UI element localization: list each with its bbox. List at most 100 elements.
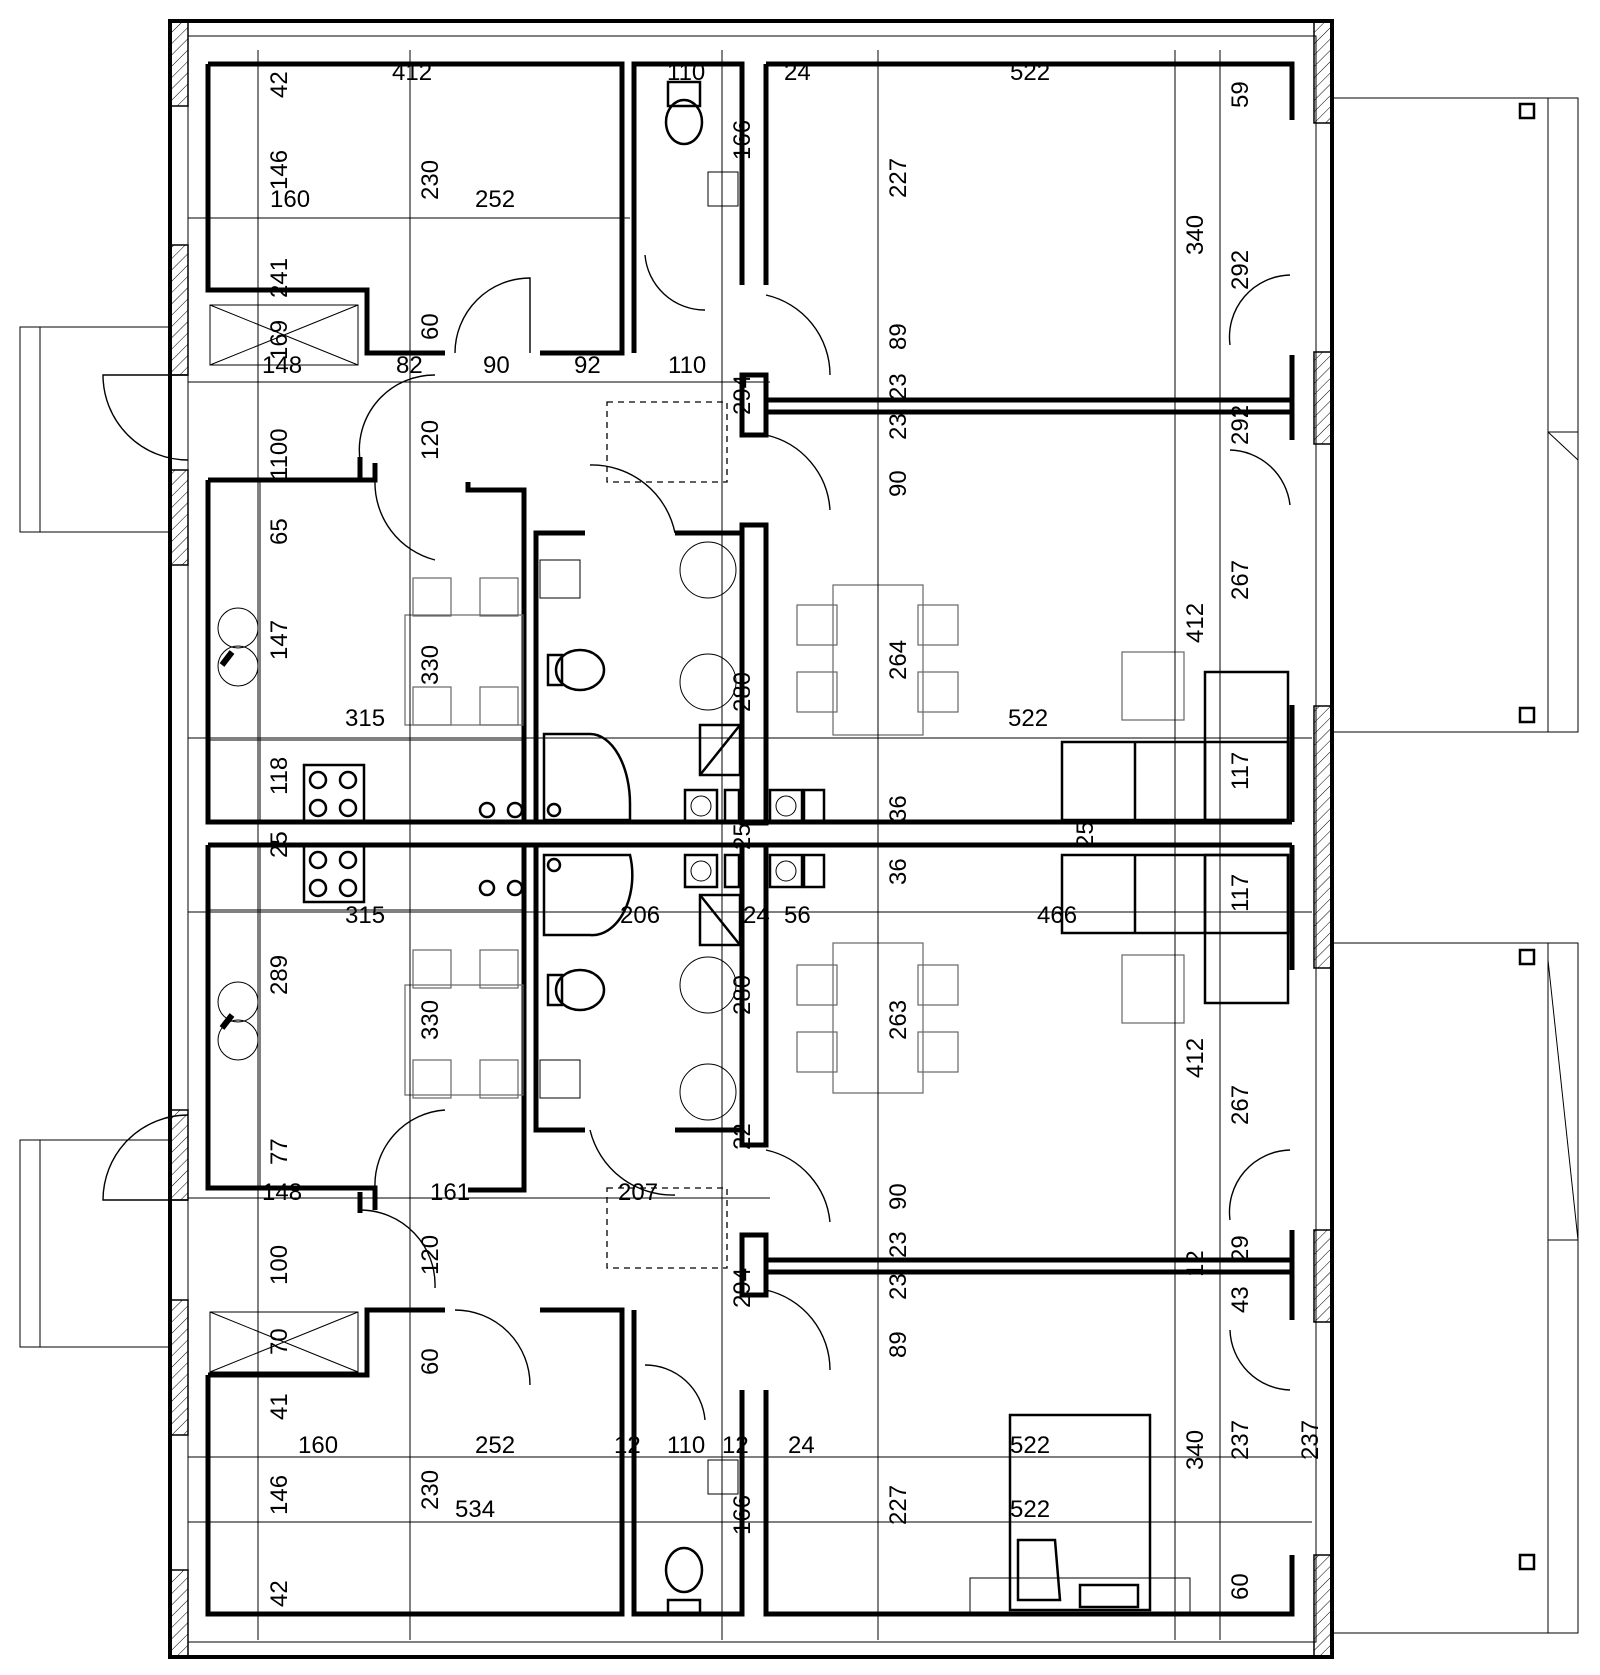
dim-label: 120 bbox=[417, 420, 444, 460]
dim-label: 12 bbox=[614, 1432, 641, 1459]
dim-label: 207 bbox=[618, 1179, 658, 1206]
dim-label: 522 bbox=[1010, 1432, 1050, 1459]
dim-label: 82 bbox=[396, 352, 423, 379]
dim-label: 117 bbox=[1227, 874, 1254, 912]
dim-label: 289 bbox=[266, 955, 293, 995]
dim-label: 23 bbox=[885, 1273, 912, 1300]
dim-label: 36 bbox=[885, 795, 912, 822]
dim-label: 230 bbox=[417, 160, 444, 200]
dim-label: 59 bbox=[1227, 81, 1254, 108]
dim-label: 534 bbox=[455, 1496, 495, 1523]
dim-label: 25 bbox=[729, 823, 756, 850]
v-dim-col-258: 42 146 241 169 1100 65 147 118 25 289 77… bbox=[266, 71, 293, 1607]
dim-label: 161 bbox=[430, 1179, 470, 1206]
terraces bbox=[1331, 97, 1579, 1634]
dim-label: 340 bbox=[1182, 1430, 1209, 1470]
dim-label: 522 bbox=[1010, 1496, 1050, 1523]
dim-label: 147 bbox=[266, 620, 293, 660]
dim-label: 42 bbox=[266, 1580, 293, 1607]
dim-label: 23 bbox=[885, 373, 912, 400]
dim-label: 36 bbox=[885, 858, 912, 885]
dim-label: 41 bbox=[266, 1393, 293, 1420]
dim-label: 60 bbox=[417, 313, 444, 340]
dim-label: 42 bbox=[266, 71, 293, 98]
dim-label: 120 bbox=[417, 1235, 444, 1275]
dim-label: 70 bbox=[266, 1328, 293, 1355]
dim-label: 227 bbox=[885, 1485, 912, 1525]
dim-label: 237 bbox=[1297, 1420, 1324, 1460]
dim-label: 241 bbox=[266, 258, 293, 298]
dim-label: 24 bbox=[784, 59, 811, 86]
dim-label: 25 bbox=[266, 831, 293, 858]
dim-label: 92 bbox=[574, 352, 601, 379]
v-dim-col-878: 227 89 23 23 90 264 36 36 263 90 23 23 8… bbox=[885, 158, 912, 1525]
entrance-steps bbox=[19, 326, 171, 1348]
dim-label: 412 bbox=[1182, 603, 1209, 643]
dim-label: 280 bbox=[729, 672, 756, 712]
dim-label: 237 bbox=[1227, 1420, 1254, 1460]
dim-label: 56 bbox=[784, 902, 811, 929]
dim-label: 160 bbox=[270, 186, 310, 213]
dim-label: 1100 bbox=[266, 428, 293, 480]
dim-label: 90 bbox=[885, 1183, 912, 1210]
dim-label: 160 bbox=[298, 1432, 338, 1459]
dim-label: 110 bbox=[668, 352, 706, 379]
dim-label: 292 bbox=[1227, 250, 1254, 290]
dimension-lines bbox=[188, 50, 1312, 1640]
dim-label: 522 bbox=[1008, 705, 1048, 732]
dim-label: 294 bbox=[729, 375, 756, 415]
dim-label: 43 bbox=[1227, 1286, 1254, 1313]
dim-label: 90 bbox=[483, 352, 510, 379]
dim-label: 252 bbox=[475, 186, 515, 213]
interior-walls bbox=[205, 61, 1295, 1617]
dim-label: 292 bbox=[1227, 405, 1254, 445]
fixtures bbox=[187, 80, 826, 1616]
dashed-openings bbox=[606, 401, 728, 1269]
dim-label: 148 bbox=[262, 352, 302, 379]
dim-label: 227 bbox=[885, 158, 912, 198]
dim-label: 315 bbox=[345, 705, 385, 732]
dimension-texts: 412 110 24 522 160 252 148 82 90 92 110 … bbox=[262, 59, 1324, 1607]
dim-label: 12 bbox=[1182, 1250, 1209, 1277]
dim-label: 117 bbox=[1227, 752, 1254, 790]
dim-label: 22 bbox=[729, 1123, 756, 1150]
dim-label: 118 bbox=[266, 757, 293, 795]
dim-label: 23 bbox=[885, 413, 912, 440]
v-dim-col-410: 230 60 120 330 330 120 60 230 bbox=[417, 160, 444, 1510]
dim-label: 77 bbox=[266, 1138, 293, 1165]
dim-label: 267 bbox=[1227, 1085, 1254, 1125]
dim-label: 90 bbox=[885, 470, 912, 497]
dim-label: 23 bbox=[885, 1231, 912, 1258]
dim-label: 166 bbox=[729, 1495, 756, 1535]
dim-label: 146 bbox=[266, 150, 293, 190]
v-dim-col-1175: 340 412 412 12 340 bbox=[1182, 215, 1209, 1470]
v-dim-col-1220: 59 292 292 267 117 25 117 267 29 43 237 … bbox=[1072, 81, 1324, 1600]
dim-label: 60 bbox=[417, 1348, 444, 1375]
dim-label: 280 bbox=[729, 975, 756, 1015]
dim-label: 330 bbox=[417, 1000, 444, 1040]
dim-label: 340 bbox=[1182, 215, 1209, 255]
dim-label: 206 bbox=[620, 902, 660, 929]
dim-label: 522 bbox=[1010, 59, 1050, 86]
exterior-walls bbox=[168, 19, 1334, 1659]
dim-label: 330 bbox=[417, 645, 444, 685]
dim-label: 89 bbox=[885, 323, 912, 350]
v-dim-col-722: 166 294 280 25 280 22 294 166 bbox=[729, 120, 756, 1535]
dim-label: 24 bbox=[743, 902, 770, 929]
dim-label: 267 bbox=[1227, 560, 1254, 600]
dim-label: 100 bbox=[266, 1245, 293, 1285]
dim-label: 412 bbox=[392, 59, 432, 86]
dim-label: 230 bbox=[417, 1470, 444, 1510]
dim-label: 24 bbox=[788, 1432, 815, 1459]
dim-label: 412 bbox=[1182, 1038, 1209, 1078]
dim-label: 110 bbox=[667, 59, 705, 86]
dim-label: 169 bbox=[266, 320, 293, 360]
dim-label: 65 bbox=[266, 518, 293, 545]
dim-label: 315 bbox=[345, 902, 385, 929]
dim-label: 25 bbox=[1072, 821, 1099, 848]
dim-label: 466 bbox=[1037, 902, 1077, 929]
dim-label: 294 bbox=[729, 1268, 756, 1308]
dim-label: 264 bbox=[885, 640, 912, 680]
dim-label: 263 bbox=[885, 1000, 912, 1040]
dim-label: 148 bbox=[262, 1179, 302, 1206]
